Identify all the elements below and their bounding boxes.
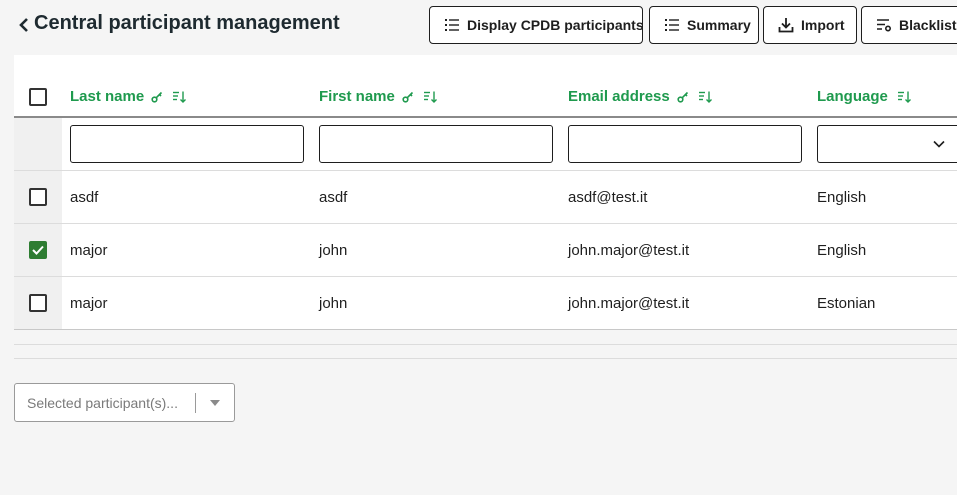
first-name-header-label: First name xyxy=(319,88,395,105)
filter-cell-language xyxy=(809,118,957,170)
cell-last-name: major xyxy=(70,241,108,259)
row-checkbox-checked[interactable] xyxy=(29,241,47,259)
summary-button[interactable]: Summary xyxy=(649,6,759,44)
select-all-checkbox[interactable] xyxy=(29,87,47,106)
select-all-cell xyxy=(14,55,62,116)
display-cpdb-participants-label: Display CPDB participants xyxy=(467,17,643,33)
row-select-cell xyxy=(14,224,62,276)
column-header-email[interactable]: Email address xyxy=(560,55,809,116)
filter-spacer-cell xyxy=(14,118,62,170)
sort-icon[interactable] xyxy=(698,90,712,104)
selected-participants-placeholder: Selected participant(s)... xyxy=(27,394,178,411)
row-checkbox[interactable] xyxy=(29,294,47,312)
blacklist-settings-label: Blacklist settings xyxy=(899,17,957,33)
column-header-last-name[interactable]: Last name xyxy=(62,55,311,116)
key-icon xyxy=(677,91,689,103)
cell-first-name: john xyxy=(319,241,348,259)
sort-icon[interactable] xyxy=(897,90,911,104)
cell-language: English xyxy=(817,188,867,206)
list-icon xyxy=(663,16,681,34)
cell-first-name: asdf xyxy=(319,188,348,206)
email-filter-input[interactable] xyxy=(568,125,802,163)
cell-last-name: major xyxy=(70,294,108,312)
cell-email: asdf@test.it xyxy=(568,188,648,206)
checkmark-icon xyxy=(32,245,44,255)
sort-icon[interactable] xyxy=(172,90,187,104)
filter-cell-email xyxy=(560,118,809,170)
email-header-label: Email address xyxy=(568,88,670,105)
row-select-cell xyxy=(14,171,62,223)
back-chevron-icon[interactable] xyxy=(14,11,34,39)
table-row[interactable]: major john john.major@test.it English xyxy=(14,224,957,277)
filter-cell-last-name xyxy=(62,118,311,170)
filter-settings-icon xyxy=(875,16,893,34)
list-icon xyxy=(443,16,461,34)
select-divider xyxy=(195,392,196,413)
filter-row xyxy=(14,118,957,171)
cell-language: Estonian xyxy=(817,294,876,312)
key-icon xyxy=(402,91,414,103)
chevron-down-icon xyxy=(933,140,945,148)
blacklist-settings-button[interactable]: Blacklist settings xyxy=(861,6,957,44)
download-icon xyxy=(777,16,795,34)
first-name-filter-input[interactable] xyxy=(319,125,553,163)
key-icon xyxy=(151,91,163,103)
cell-last-name: asdf xyxy=(70,188,99,206)
table-row[interactable]: major john john.major@test.it Estonian xyxy=(14,277,957,330)
table-header-row: Last name First name Email address xyxy=(14,55,957,118)
cell-first-name: john xyxy=(319,294,348,312)
table-row[interactable]: asdf asdf asdf@test.it English xyxy=(14,171,957,224)
cell-email: john.major@test.it xyxy=(568,294,690,312)
sort-icon[interactable] xyxy=(423,90,437,104)
column-header-first-name[interactable]: First name xyxy=(311,55,560,116)
row-checkbox[interactable] xyxy=(29,188,47,206)
filter-cell-first-name xyxy=(311,118,560,170)
participants-table: Last name First name Email address xyxy=(14,55,957,330)
language-header-label: Language xyxy=(817,88,888,105)
import-label: Import xyxy=(801,17,845,33)
row-select-cell xyxy=(14,277,62,329)
last-name-header-label: Last name xyxy=(70,88,145,105)
cell-email: john.major@test.it xyxy=(568,241,690,259)
page-header: Central participant management Display C… xyxy=(0,0,957,50)
last-name-filter-input[interactable] xyxy=(70,125,304,163)
summary-label: Summary xyxy=(687,17,751,33)
import-button[interactable]: Import xyxy=(763,6,857,44)
selected-participants-action-select[interactable]: Selected participant(s)... xyxy=(14,383,235,422)
divider xyxy=(14,358,957,359)
display-cpdb-participants-button[interactable]: Display CPDB participants xyxy=(429,6,643,44)
page-title: Central participant management xyxy=(34,12,340,34)
language-filter-select[interactable] xyxy=(817,125,957,163)
column-header-language[interactable]: Language xyxy=(809,55,957,116)
horizontal-scrollbar[interactable] xyxy=(14,330,957,345)
caret-down-icon xyxy=(196,399,234,406)
cell-language: English xyxy=(817,241,867,259)
